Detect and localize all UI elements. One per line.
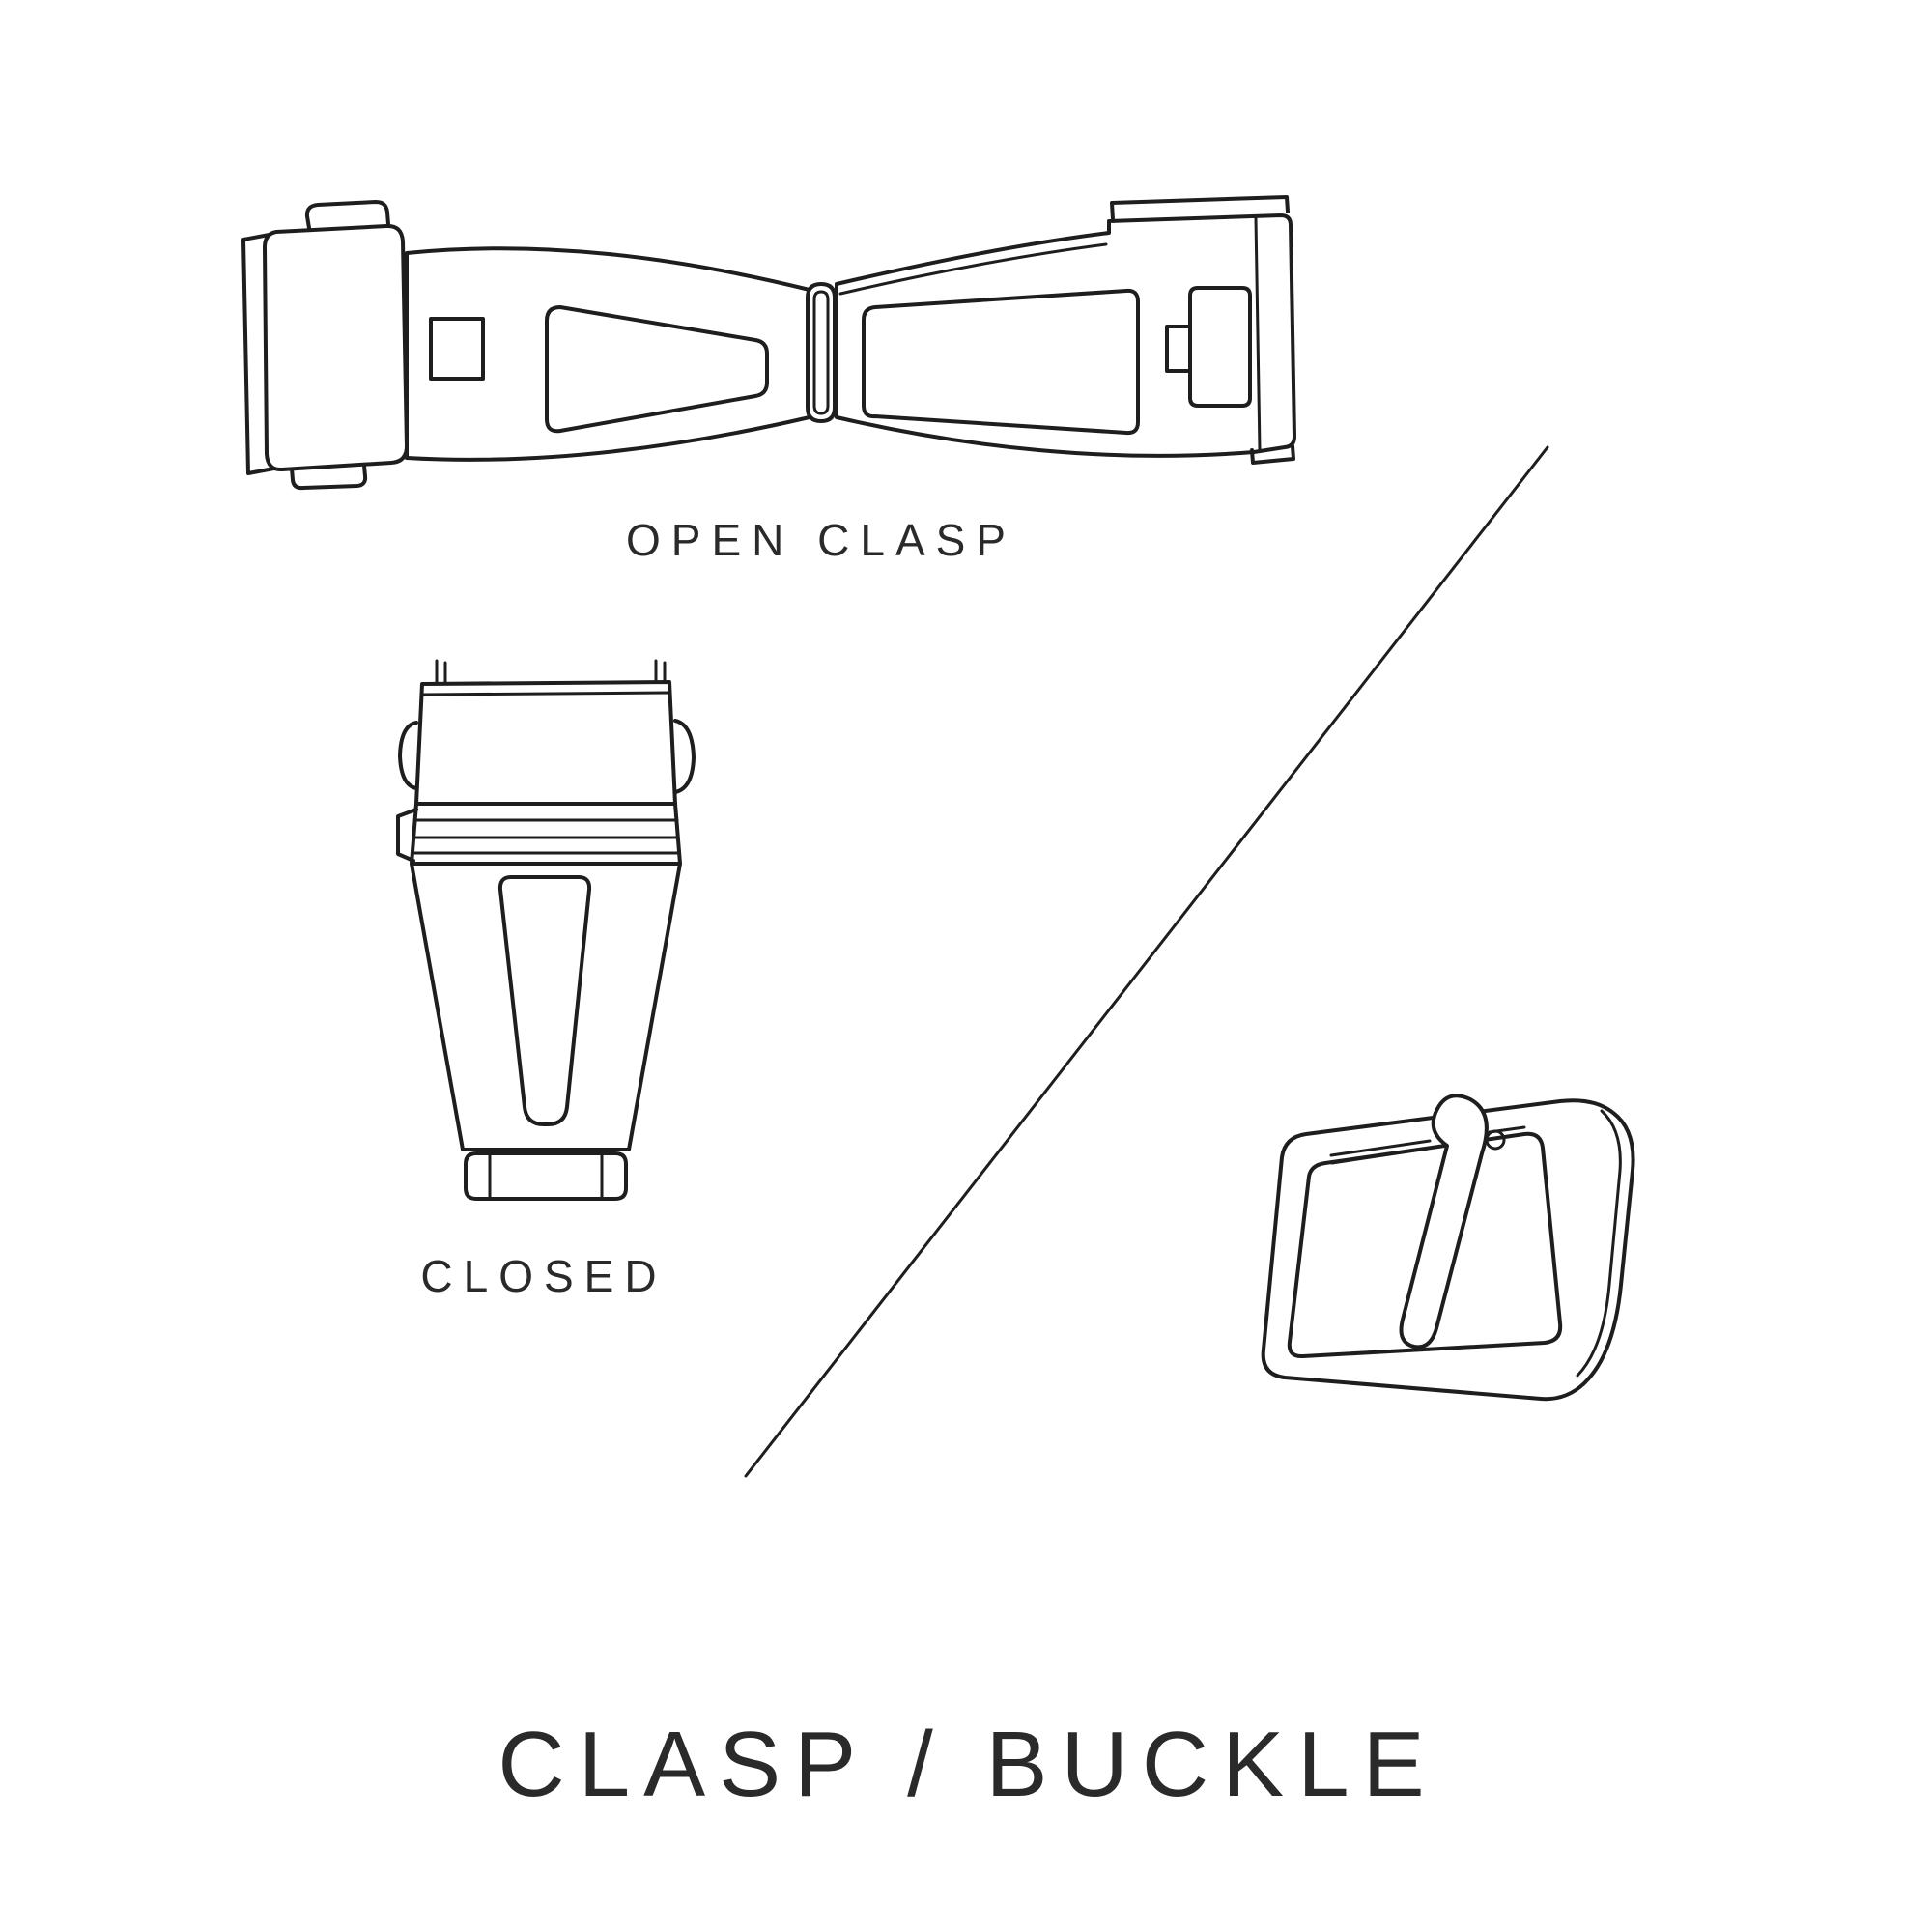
closed-clasp-bottom-cap [464, 1151, 628, 1201]
closed-clasp-illustration [396, 659, 696, 1201]
tang-buckle-illustration [1261, 1094, 1635, 1402]
buckle-prong [1399, 1094, 1489, 1350]
clasp-right-end-edge [1254, 216, 1262, 452]
closed-clasp-band-notch [396, 808, 418, 863]
clasp-end-top-tab [304, 200, 390, 230]
clasp-right-end-top-lip [1110, 195, 1290, 221]
clasp-left-arm-notch [429, 317, 485, 381]
closed-clasp-top-inner-line [420, 691, 671, 696]
closed-clasp-ear-left [398, 721, 418, 790]
clasp-right-arm-inner-outline [862, 288, 1140, 436]
clasp-end-bottom-tab [290, 464, 368, 491]
clasp-hinge-inner [812, 290, 830, 415]
open-clasp-caption: OPEN CLASP [626, 515, 1016, 565]
clasp-right-arm [835, 213, 1296, 458]
clasp-right-arm-fold-line [838, 242, 1108, 296]
clasp-right-keeper-tab [1165, 325, 1192, 373]
closed-clasp-band [410, 802, 682, 866]
clasp-end-cover [263, 223, 409, 472]
closed-clasp-ear-right [673, 719, 696, 794]
open-clasp-illustration [242, 195, 1296, 491]
clasp-left-arm [405, 246, 811, 462]
closed-clasp-body-inner-outline [497, 875, 592, 1126]
closed-caption: CLOSED [420, 1251, 668, 1301]
clasp-hinge-outer [806, 282, 837, 423]
closed-clasp-top-block [414, 680, 677, 806]
clasp-right-keeper [1188, 286, 1252, 408]
buckle-frame-inner-opening [1287, 1131, 1563, 1359]
page-title: CLASP / BUCKLE [497, 1713, 1438, 1816]
buckle-axle-left2 [1330, 1147, 1430, 1165]
clasp-right-end-bottom-lip [1250, 444, 1295, 465]
buckle-right-bar-contour [1576, 1109, 1622, 1378]
closed-clasp-body [410, 862, 682, 1151]
buckle-spring-ring [1485, 1129, 1506, 1151]
clasp-left-arm-inner-outline [545, 305, 769, 434]
divider-line [744, 445, 1549, 1478]
divider [744, 445, 1549, 1478]
buckle-axle-left [1329, 1139, 1432, 1157]
